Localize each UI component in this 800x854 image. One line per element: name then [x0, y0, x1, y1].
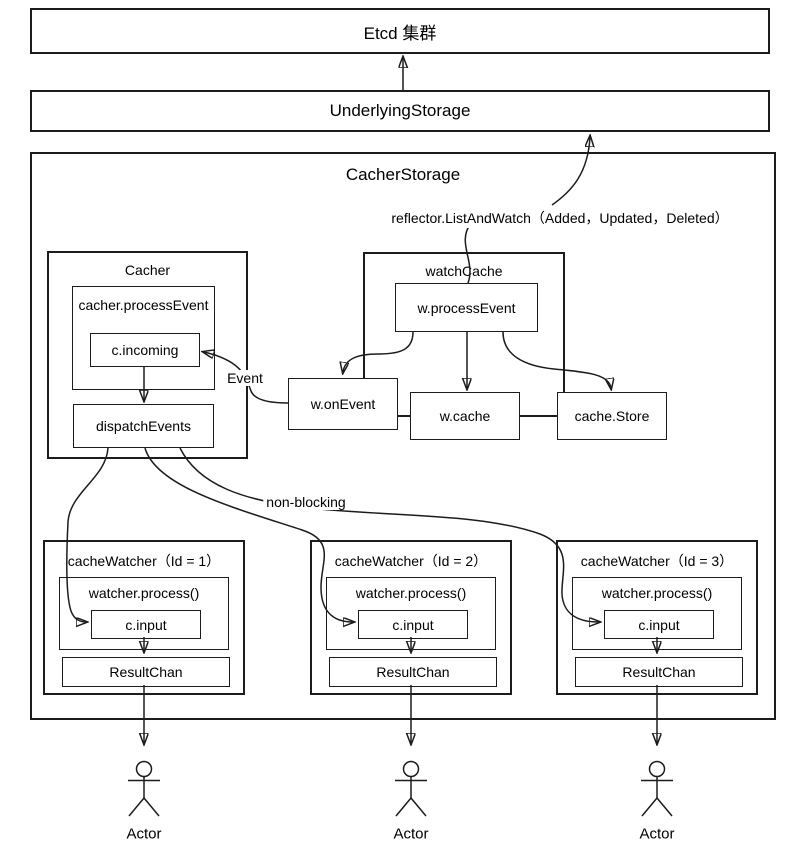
result-chan-1-label: ResultChan — [109, 664, 183, 680]
w-process-event-box: w.processEvent — [395, 283, 538, 332]
w-on-event-label: w.onEvent — [310, 396, 376, 412]
c-input-1-label: c.input — [125, 616, 167, 633]
underlying-storage-label: UnderlyingStorage — [329, 101, 471, 120]
etcd-cluster-box: Etcd 集群 — [30, 8, 770, 54]
result-chan-2-box: ResultChan — [329, 657, 497, 687]
cache-watcher-3-box: cacheWatcher（Id = 3） watcher.process() c… — [556, 540, 758, 695]
cache-watcher-2-title: cacheWatcher（Id = 2） — [334, 553, 488, 569]
c-incoming-label: c.incoming — [111, 342, 179, 358]
w-process-event-label: w.processEvent — [417, 299, 516, 316]
etcd-cluster-label: Etcd 集群 — [363, 23, 437, 43]
result-chan-1-box: ResultChan — [62, 657, 230, 687]
result-chan-3-label: ResultChan — [622, 664, 696, 680]
cache-store-box: cache.Store — [557, 392, 667, 440]
w-cache-box: w.cache — [410, 392, 520, 440]
watcher-process-1-label: watcher.process() — [88, 585, 200, 601]
w-cache-label: w.cache — [439, 408, 491, 424]
watch-cache-title: watchCache — [425, 263, 503, 279]
watcher-process-3-label: watcher.process() — [601, 585, 713, 601]
result-chan-3-box: ResultChan — [575, 657, 743, 687]
cache-store-label: cache.Store — [574, 408, 650, 424]
c-input-1-box: c.input — [91, 610, 201, 639]
c-input-3-box: c.input — [604, 610, 714, 639]
cacher-storage-label: CacherStorage — [345, 165, 461, 184]
actor-figure-1 — [128, 760, 160, 817]
cache-watcher-3-title: cacheWatcher（Id = 3） — [580, 553, 734, 569]
event-label: Event — [224, 370, 266, 386]
actor-1-label: Actor — [126, 825, 162, 843]
actor-2-label: Actor — [393, 825, 429, 843]
actor-figure-2 — [395, 760, 427, 817]
underlying-storage-box: UnderlyingStorage — [30, 90, 770, 132]
dispatch-events-box: dispatchEvents — [73, 404, 214, 448]
cacher-storage-box: CacherStorage — [30, 152, 776, 720]
c-input-2-label: c.input — [392, 616, 434, 633]
cacher-process-event-label: cacher.processEvent — [78, 297, 209, 313]
c-incoming-box: c.incoming — [90, 333, 200, 367]
w-on-event-box: w.onEvent — [288, 378, 398, 430]
c-input-3-label: c.input — [638, 616, 680, 633]
result-chan-2-label: ResultChan — [376, 664, 450, 680]
cache-watcher-1-box: cacheWatcher（Id = 1） watcher.process() c… — [43, 540, 245, 695]
actor-figure-3 — [641, 760, 673, 817]
cacher-title: Cacher — [124, 262, 171, 278]
reflector-listandwatch-label: reflector.ListAndWatch（Added，Updated，Del… — [388, 208, 732, 228]
c-input-2-box: c.input — [358, 610, 468, 639]
actor-3-label: Actor — [639, 825, 675, 843]
cache-watcher-1-title: cacheWatcher（Id = 1） — [67, 553, 221, 569]
watcher-process-2-label: watcher.process() — [355, 585, 467, 601]
non-blocking-label: non-blocking — [263, 494, 349, 510]
dispatch-events-label: dispatchEvents — [96, 418, 191, 434]
cache-watcher-2-box: cacheWatcher（Id = 2） watcher.process() c… — [310, 540, 512, 695]
